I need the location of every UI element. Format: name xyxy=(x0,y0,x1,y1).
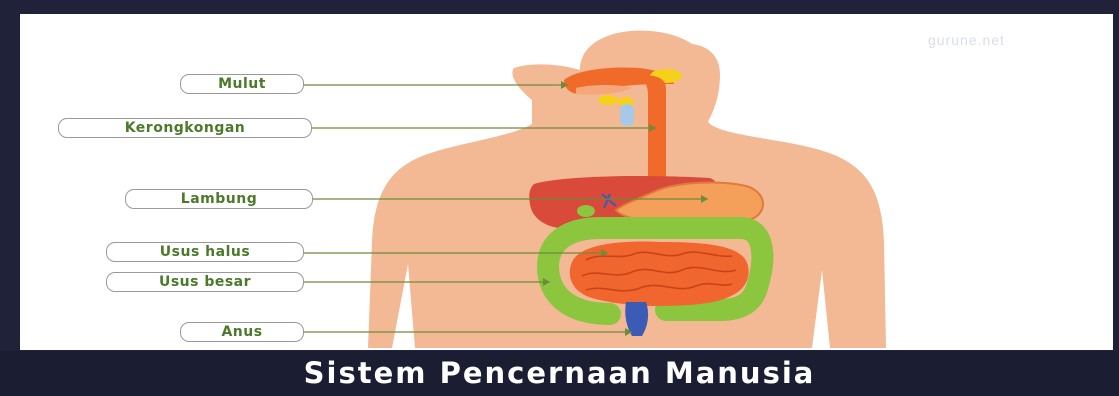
label-anus: Anus xyxy=(180,322,304,342)
salivary-gland-2 xyxy=(598,95,618,105)
gallbladder-shape xyxy=(577,205,595,217)
trachea-shape xyxy=(620,104,634,126)
watermark-text: gurune.net xyxy=(928,32,1005,48)
label-mulut: Mulut xyxy=(180,74,304,94)
label-usus-besar: Usus besar xyxy=(106,272,304,292)
label-kerongkongan: Kerongkongan xyxy=(58,118,312,138)
diagram-panel: gurune.net Mulut Kerongkongan Lambung Us… xyxy=(20,14,1113,350)
digestive-system-illustration xyxy=(20,14,1113,350)
label-usus-halus: Usus halus xyxy=(106,242,304,262)
diagram-caption: Sistem Pencernaan Manusia xyxy=(0,351,1119,396)
label-lambung: Lambung xyxy=(125,189,313,209)
